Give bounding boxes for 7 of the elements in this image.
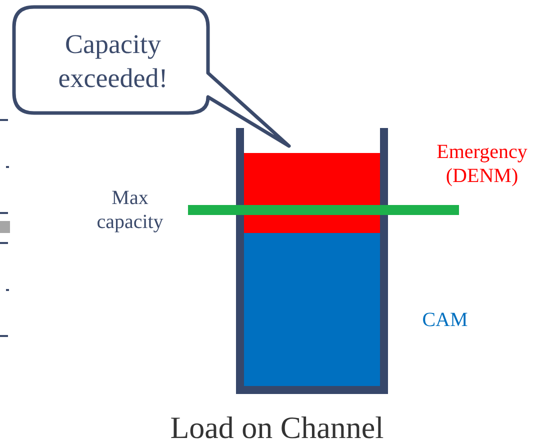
load-block [244,233,382,388]
block-label: CAM [421,308,469,332]
block-label: Max capacity [96,186,164,234]
caption: Load on Channel [169,410,385,444]
bubble-text: Capacity exceeded! [57,28,169,95]
speech-bubble [12,5,294,150]
block-label: Emergency (DENM) [436,140,528,188]
